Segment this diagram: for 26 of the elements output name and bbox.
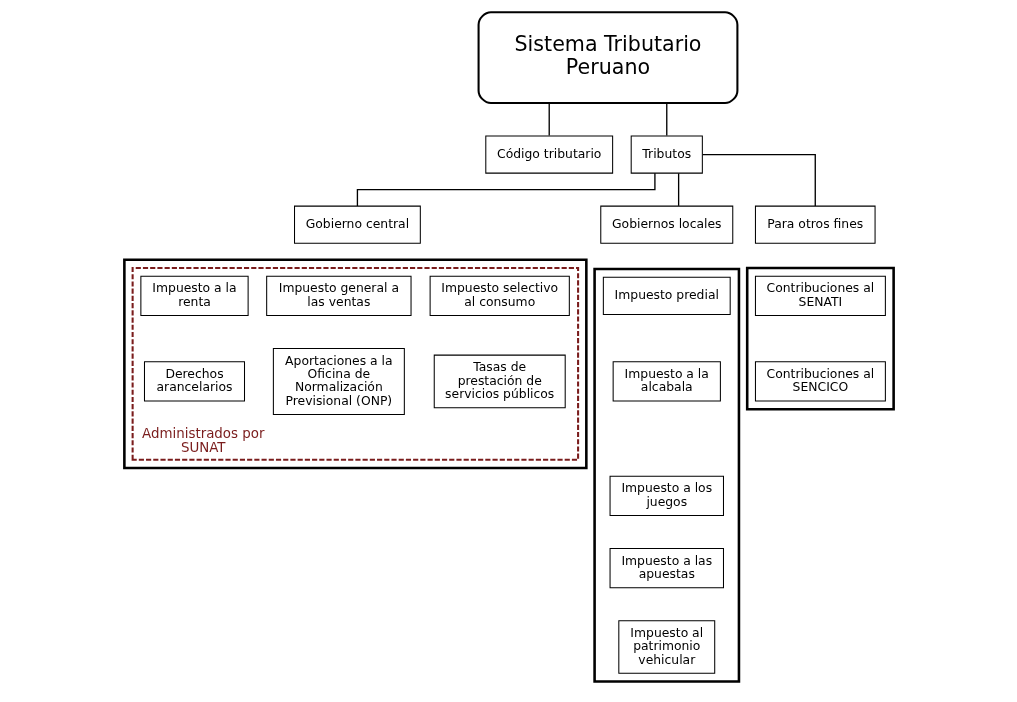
- node-box: Gobiernos locales: [599, 205, 733, 244]
- node-box: Contribuciones al SENCICO: [754, 361, 886, 402]
- node-box: Código tributario: [484, 135, 613, 174]
- cluster: [745, 266, 895, 411]
- node-box: Gobierno central: [293, 205, 421, 244]
- node-box: Impuesto general a las ventas: [265, 275, 412, 316]
- connector: [665, 102, 667, 137]
- connector: [548, 102, 550, 137]
- node-box: Aportaciones a la Oficina de Normalización Previsional (ONP): [272, 347, 405, 415]
- node-box: Impuesto a la alcabala: [612, 361, 721, 402]
- connector: [701, 153, 816, 207]
- node-box: Impuesto selectivo al consumo: [429, 275, 570, 316]
- cluster: [592, 267, 740, 683]
- node-box: Impuesto a los juegos: [609, 475, 724, 516]
- node-box: Contribuciones al SENATI: [754, 275, 886, 316]
- connector: [356, 172, 656, 207]
- node-box: Tributos: [630, 135, 703, 174]
- node-box: Tasas de prestación de servicios públicos: [433, 354, 566, 409]
- node-box: Impuesto predial: [602, 276, 731, 315]
- connector: [677, 172, 679, 207]
- node-box: Sistema Tributario Peruano: [477, 11, 738, 105]
- node-box: Impuesto a la renta: [139, 275, 249, 316]
- node-box: Para otros fines: [754, 205, 876, 244]
- node-box: Derechos arancelarios: [143, 361, 245, 402]
- node-box: Impuesto a las apuestas: [609, 547, 724, 589]
- node-box: Impuesto al patrimonio vehicular: [617, 620, 715, 674]
